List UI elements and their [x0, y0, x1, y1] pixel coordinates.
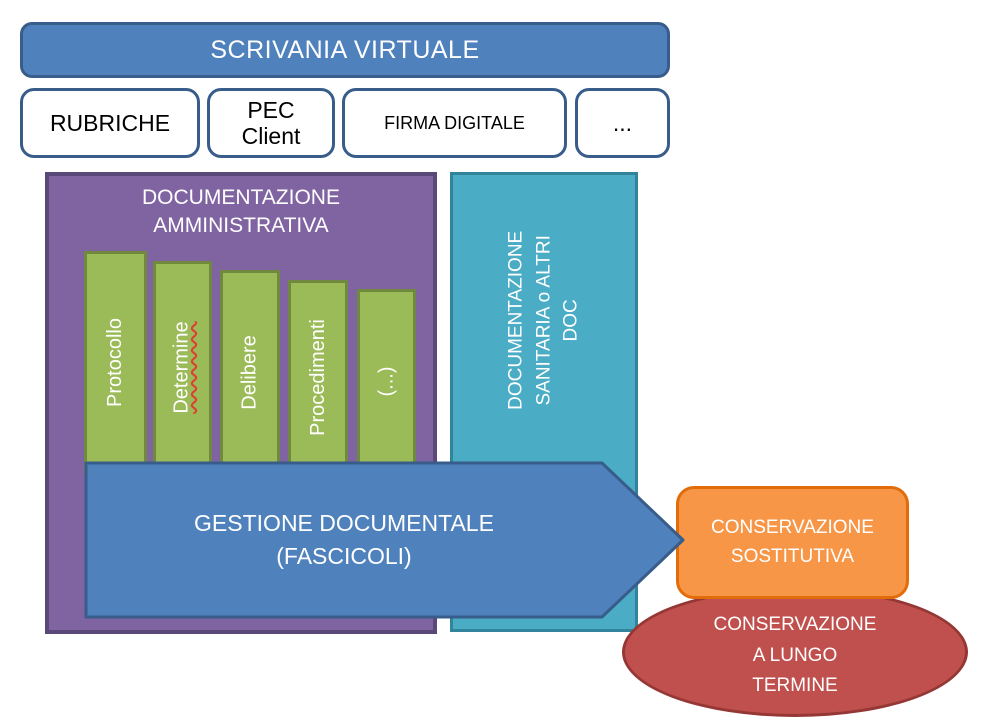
- bar-other-docs: (...): [357, 289, 416, 474]
- tool-label-firma-digitale: FIRMA DIGITALE: [384, 112, 525, 133]
- tool-box-firma-digitale: FIRMA DIGITALE: [342, 88, 567, 158]
- virtual-desk-label: SCRIVANIA VIRTUALE: [210, 35, 480, 64]
- bar-delibere: Delibere: [220, 270, 280, 474]
- tool-label-pec-client: PEC Client: [241, 96, 301, 149]
- long-term-preservation-label: CONSERVAZIONE A LUNGO TERMINE: [713, 614, 877, 697]
- bar-label-determine: Determine: [171, 321, 194, 414]
- bar-label-procedimenti: Procedimenti: [306, 318, 329, 436]
- health-docs-label-area: DOCUMENTAZIONE SANITARIA o ALTRI DOC: [453, 175, 635, 466]
- document-management-label: GESTIONE DOCUMENTALE (FASCICOLI): [194, 509, 494, 569]
- health-docs-label: DOCUMENTAZIONE SANITARIA o ALTRI DOC: [505, 230, 582, 411]
- substitutive-preservation-label: CONSERVAZIONE SOSTITUTIVA: [711, 517, 874, 567]
- tool-box-more: ...: [575, 88, 670, 158]
- bar-label-other-docs: (...): [375, 366, 397, 397]
- long-term-preservation-ellipse: CONSERVAZIONE A LUNGO TERMINE: [622, 587, 968, 717]
- tool-label-more: ...: [612, 109, 633, 136]
- tool-box-pec-client: PEC Client: [207, 88, 335, 158]
- substitutive-preservation-box: CONSERVAZIONE SOSTITUTIVA: [676, 486, 909, 599]
- bar-label-protocollo: Protocollo: [104, 318, 126, 407]
- admin-docs-panel: DOCUMENTAZIONE AMMINISTRATIVA Protocollo…: [45, 172, 437, 634]
- virtual-desk-banner: SCRIVANIA VIRTUALE: [20, 22, 670, 78]
- tool-label-rubriche: RUBRICHE: [49, 109, 171, 136]
- bar-label-delibere: Delibere: [238, 334, 261, 410]
- bar-procedimenti: Procedimenti: [288, 280, 348, 474]
- bar-determine: Determine: [153, 261, 212, 474]
- admin-docs-title: DOCUMENTAZIONE AMMINISTRATIVA: [142, 186, 340, 238]
- bar-protocollo: Protocollo: [84, 251, 147, 474]
- tool-box-rubriche: RUBRICHE: [20, 88, 200, 158]
